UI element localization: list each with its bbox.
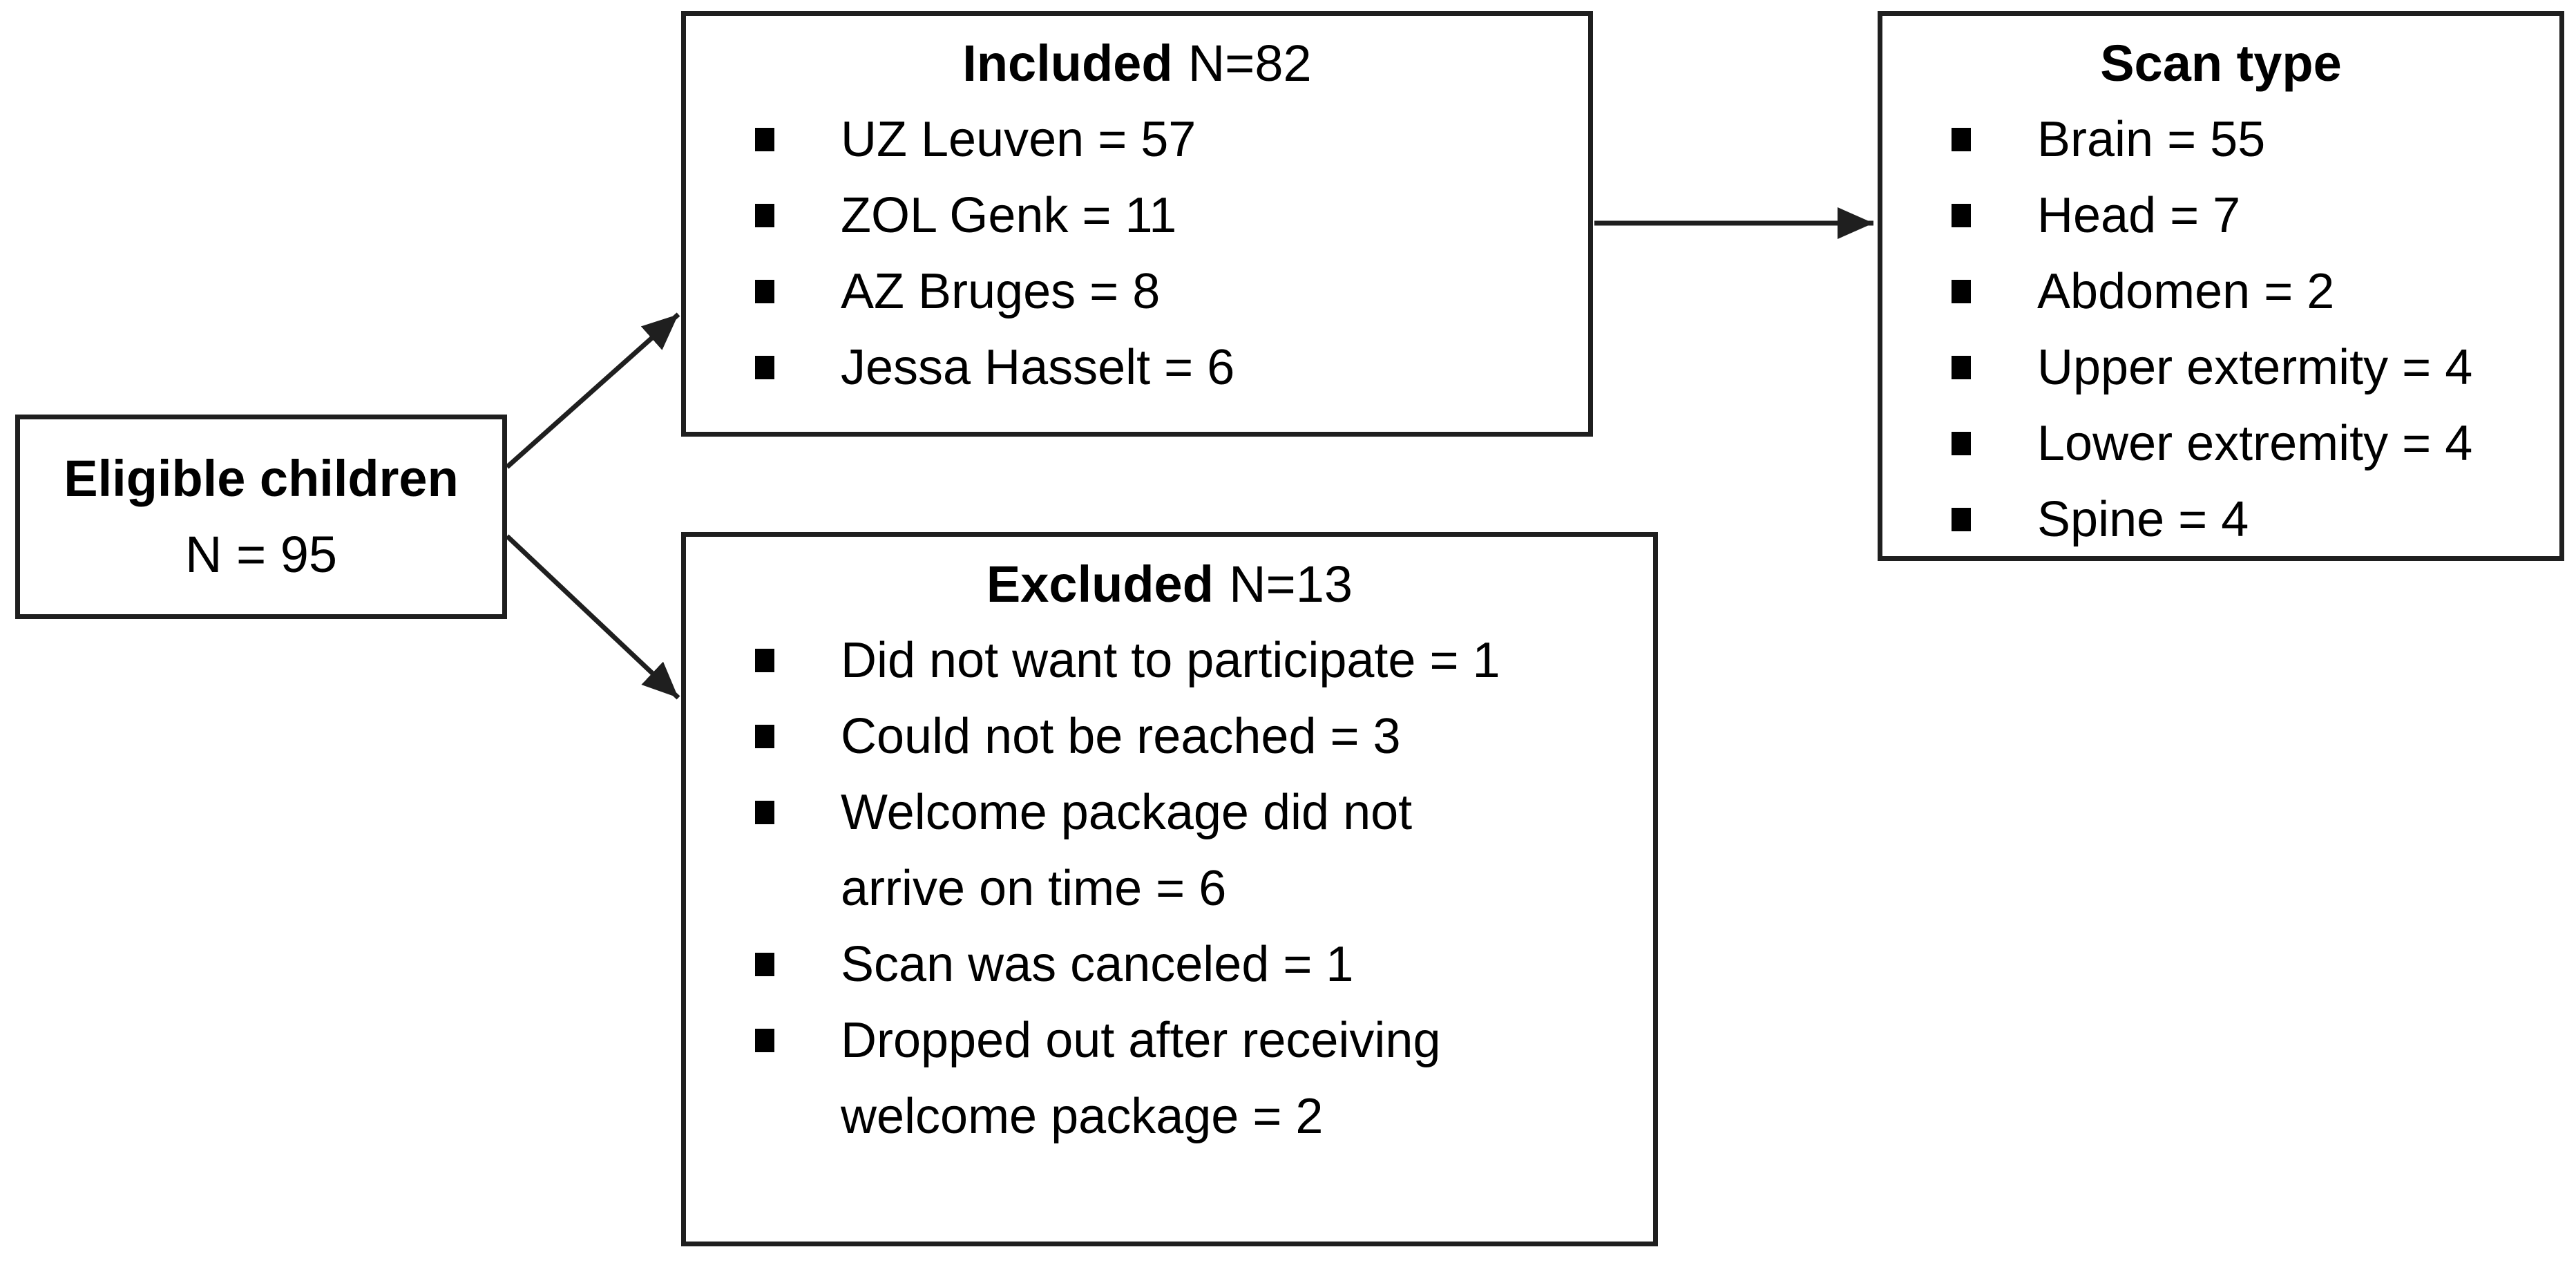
bullet-icon	[1952, 280, 1971, 303]
list-item-label: ZOL Genk = 11	[841, 188, 1177, 243]
list-item: Head = 7	[1882, 178, 2559, 254]
list-item: Did not want to participate = 1	[686, 622, 1653, 698]
list-item-label: UZ Leuven = 57	[841, 112, 1196, 167]
list-item-label: Brain = 55	[2037, 112, 2266, 167]
bullet-icon	[1952, 356, 1971, 379]
list-item-label: Could not be reached = 3	[841, 709, 1401, 764]
bullet-icon	[1952, 432, 1971, 455]
bullet-icon	[755, 280, 774, 303]
bullet-icon	[1952, 508, 1971, 531]
bullet-icon	[1952, 128, 1971, 151]
list-item-label: Jessa Hasselt = 6	[841, 340, 1235, 395]
bullet-icon	[755, 128, 774, 151]
list-item-label: Lower extremity = 4	[2037, 416, 2473, 471]
list-item-label: Head = 7	[2037, 188, 2241, 243]
bullet-icon	[1952, 204, 1971, 227]
node-title-count: N=82	[1187, 35, 1312, 92]
list-item-label: Abdomen = 2	[2037, 264, 2335, 319]
scan-type-list: Brain = 55 Head = 7 Abdomen = 2 Upper ex…	[1882, 102, 2559, 558]
bullet-icon	[755, 725, 774, 748]
bullet-icon	[755, 1029, 774, 1052]
node-title-bold: Included	[962, 35, 1173, 92]
node-count: N = 95	[184, 526, 338, 583]
list-item-label: Dropped out after receiving welcome pack…	[841, 1013, 1441, 1144]
list-item-label: Upper extermity = 4	[2037, 340, 2473, 395]
list-item: Scan was canceled = 1	[686, 926, 1653, 1002]
node-title-count: N=13	[1229, 555, 1353, 613]
list-item: AZ Bruges = 8	[686, 254, 1588, 330]
node-title-bold: Scan type	[2100, 35, 2342, 92]
bullet-icon	[755, 801, 774, 824]
bullet-icon	[755, 356, 774, 379]
list-item-label: AZ Bruges = 8	[841, 264, 1161, 319]
list-item: Upper extermity = 4	[1882, 330, 2559, 406]
list-item-label: Scan was canceled = 1	[841, 937, 1354, 992]
node-title: Scan type	[1882, 16, 2559, 102]
list-item: Welcome package did not arrive on time =…	[686, 774, 1653, 926]
list-item-label: Spine = 4	[2037, 492, 2249, 547]
list-item: Abdomen = 2	[1882, 254, 2559, 330]
list-item: Spine = 4	[1882, 482, 2559, 558]
list-item: Brain = 55	[1882, 102, 2559, 178]
arrow-eligible-to-excluded	[505, 534, 680, 700]
node-title-bold: Excluded	[986, 555, 1214, 613]
bullet-icon	[755, 953, 774, 976]
list-item: Jessa Hasselt = 6	[686, 330, 1588, 406]
list-item: UZ Leuven = 57	[686, 102, 1588, 178]
eligible-children-node: Eligible children N = 95	[15, 415, 507, 619]
list-item: Lower extremity = 4	[1882, 406, 2559, 482]
list-item: ZOL Genk = 11	[686, 178, 1588, 254]
bullet-icon	[755, 649, 774, 672]
excluded-node: Excluded N=13 Did not want to participate…	[681, 532, 1658, 1246]
node-title: Eligible children	[64, 450, 459, 507]
list-item-label: Did not want to participate = 1	[841, 633, 1500, 688]
list-item-label: Welcome package did not arrive on time =…	[841, 785, 1413, 916]
excluded-list: Did not want to participate = 1 Could no…	[686, 622, 1653, 1154]
list-item: Could not be reached = 3	[686, 698, 1653, 774]
scan-type-node: Scan type Brain = 55 Head = 7 Abdomen = …	[1878, 11, 2564, 561]
list-item: Dropped out after receiving welcome pack…	[686, 1002, 1653, 1154]
included-list: UZ Leuven = 57 ZOL Genk = 11 AZ Bruges =…	[686, 102, 1588, 406]
node-title: Excluded N=13	[686, 537, 1653, 622]
bullet-icon	[755, 204, 774, 227]
arrow-eligible-to-included	[505, 312, 680, 469]
